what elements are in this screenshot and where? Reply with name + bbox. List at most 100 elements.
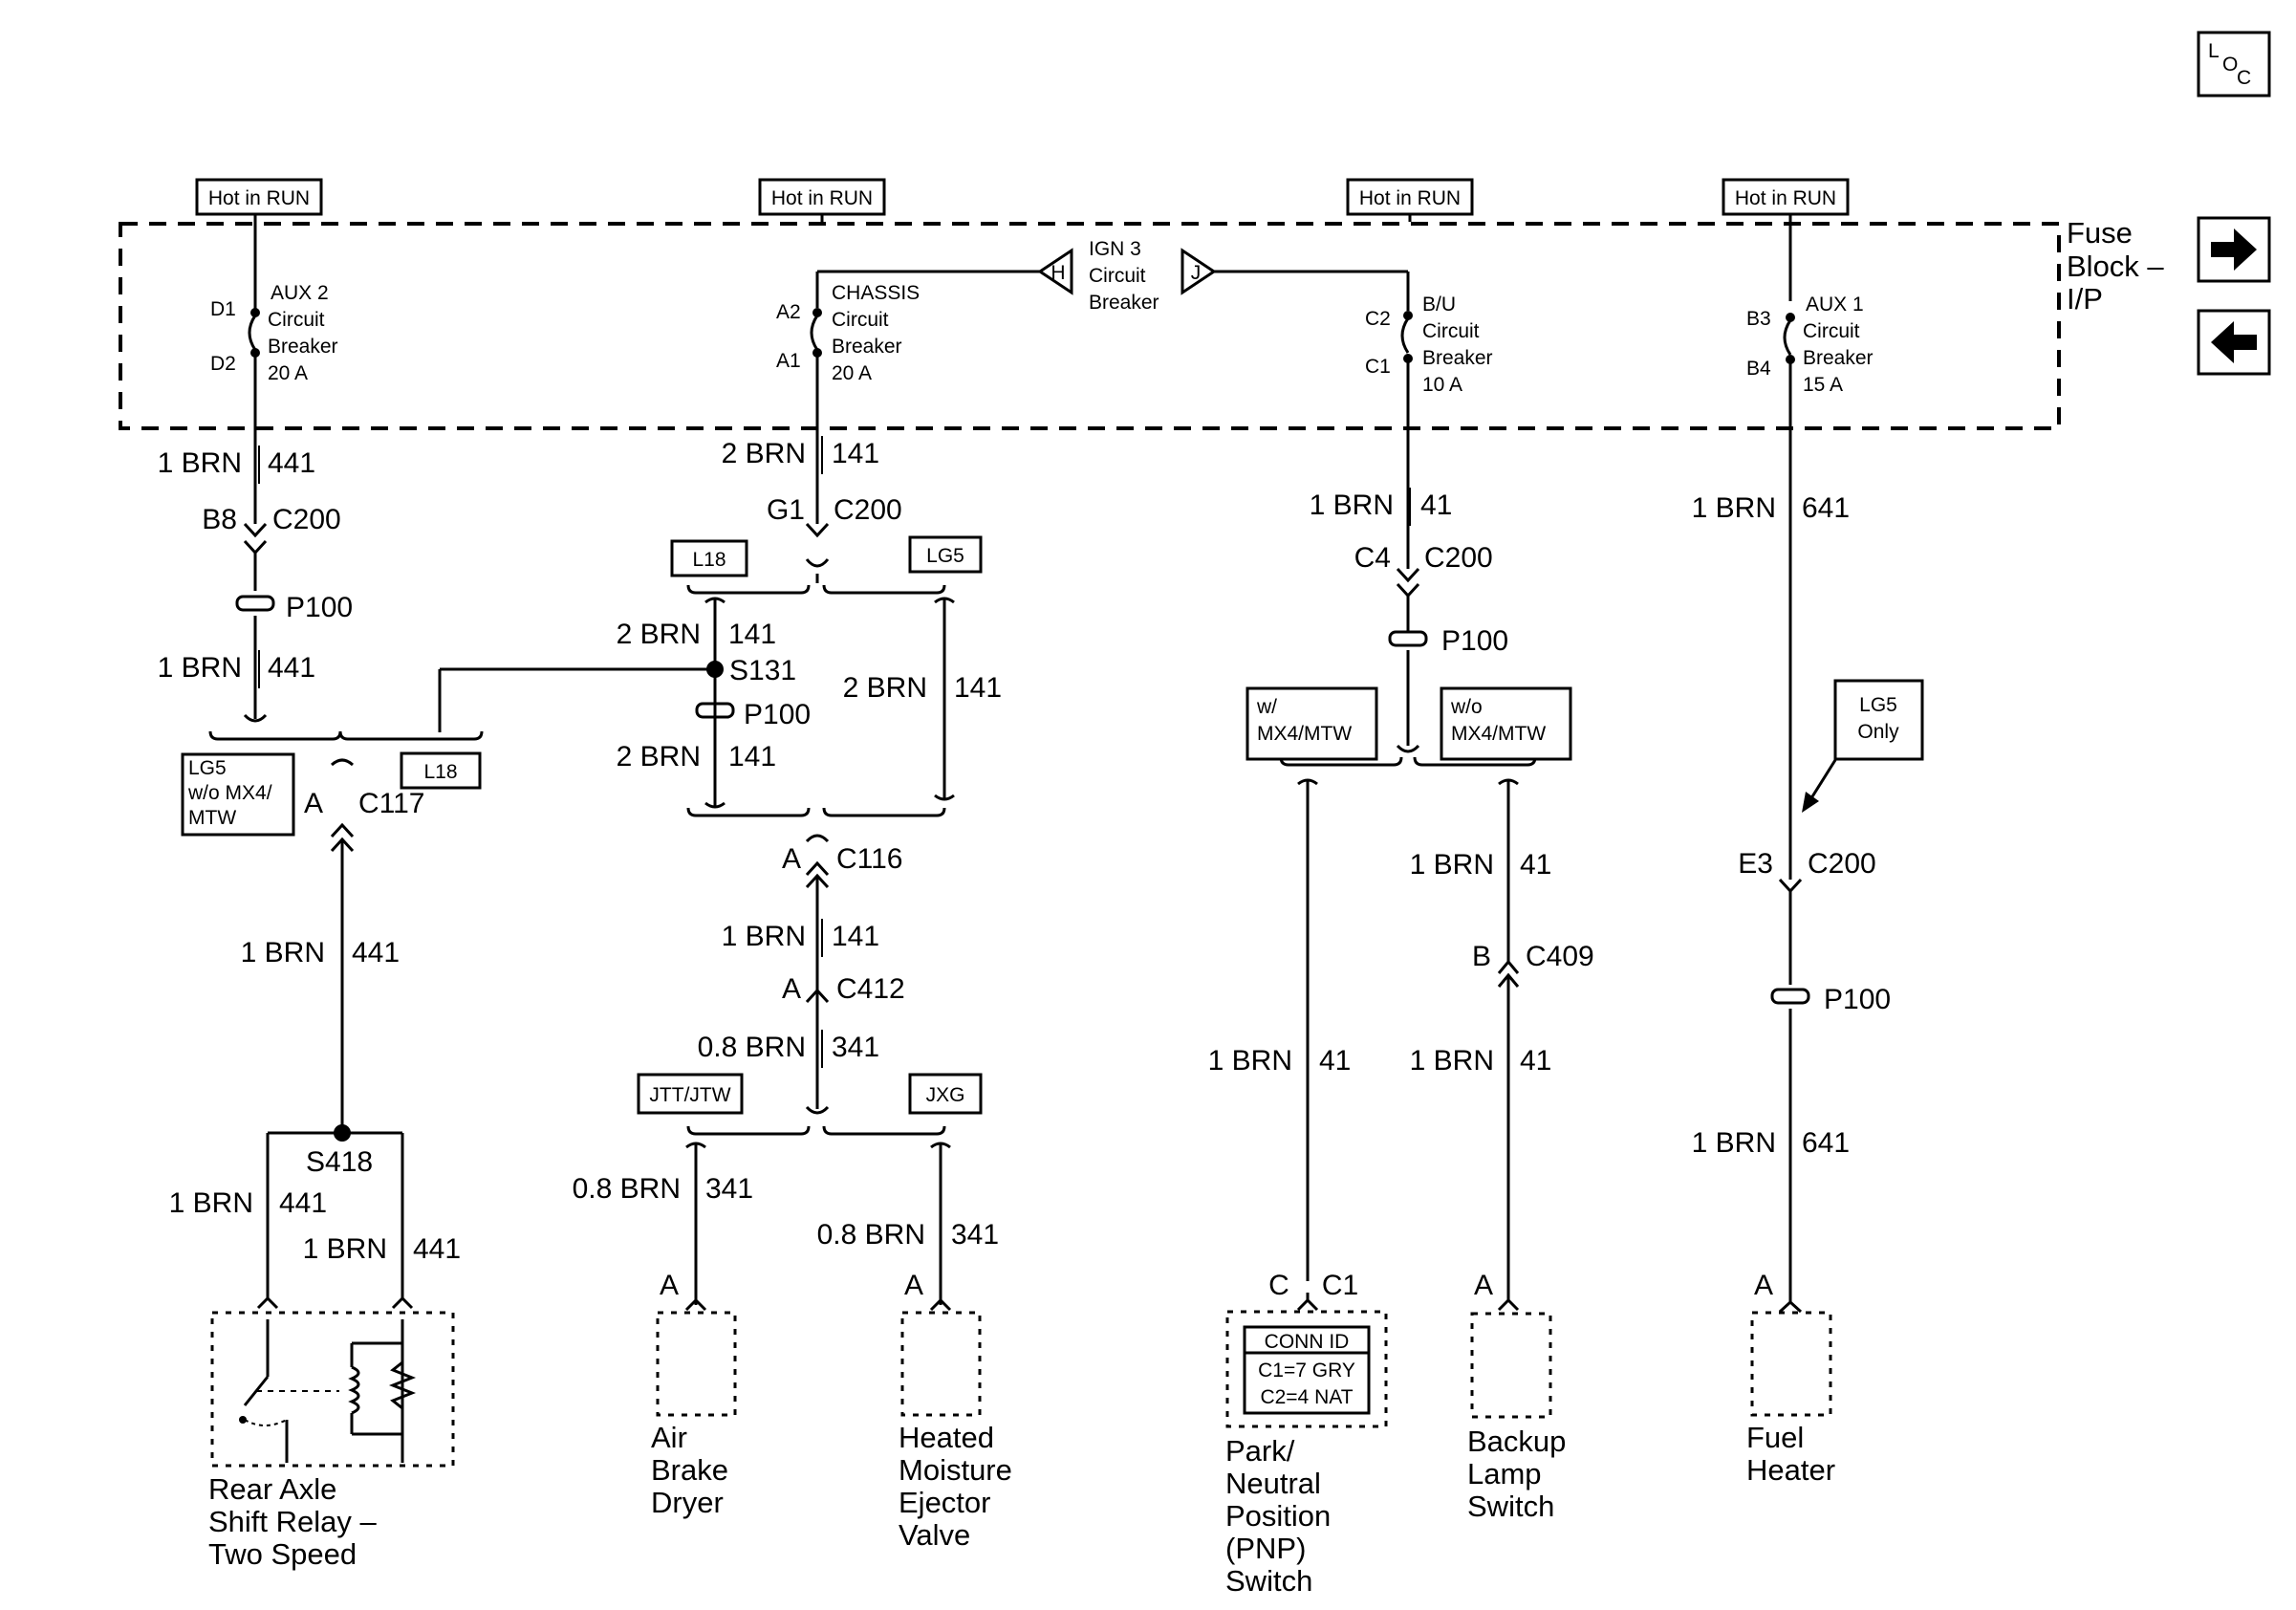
breaker-label: 10 A	[1422, 374, 1462, 396]
circuit-number: 141	[954, 672, 1002, 704]
wire-size: 1 BRN	[1692, 1127, 1776, 1159]
connector-pin: G1	[767, 494, 805, 526]
component-label: Lamp	[1467, 1457, 1542, 1490]
breaker-label: Breaker	[1422, 347, 1493, 369]
option-tag-l18: L18	[670, 539, 748, 577]
connector-pin: A	[1474, 1270, 1493, 1301]
wire-size: 0.8 BRN	[698, 1032, 806, 1063]
connector-pin: A	[782, 843, 801, 875]
component-label: Rear Axle	[208, 1472, 336, 1506]
breaker-label: Circuit	[1803, 320, 1860, 342]
wire-size: 2 BRN	[722, 438, 806, 469]
circuit-number: 341	[951, 1219, 999, 1251]
pin-label: D1	[210, 298, 236, 320]
connector-id: C117	[358, 788, 425, 819]
wire-size: 1 BRN	[722, 921, 806, 952]
svg-text:CONN ID: CONN ID	[1265, 1331, 1350, 1353]
circuit-number: 441	[268, 652, 315, 684]
component-label: Neutral	[1225, 1467, 1321, 1500]
svg-text:Hot in RUN: Hot in RUN	[1735, 187, 1836, 209]
breaker-label: B/U	[1422, 294, 1456, 315]
backup-lamp-switch	[1470, 1312, 1552, 1419]
connector-pin: A	[660, 1270, 679, 1301]
svg-text:L: L	[2208, 40, 2220, 62]
option-tag-w-mx4-mtw: w/ MX4/MTW	[1245, 686, 1378, 761]
breaker-label: AUX 1	[1806, 294, 1864, 315]
wire-size: 1 BRN	[1692, 492, 1776, 524]
pin-label: B4	[1746, 358, 1771, 380]
c117-connector	[256, 758, 414, 1310]
svg-text:L18: L18	[692, 549, 726, 571]
pin-label: C2	[1365, 308, 1391, 330]
connector-id: C409	[1526, 941, 1594, 972]
connector-id: C412	[836, 973, 905, 1005]
option-tag-wo-mx4-mtw: w/o MX4/MTW	[1440, 686, 1572, 761]
breaker-label: Breaker	[1089, 292, 1159, 314]
option-tag-l18: L18	[400, 751, 482, 790]
component-label: Switch	[1225, 1564, 1312, 1598]
wire-size: 0.8 BRN	[817, 1219, 925, 1251]
breaker-label: AUX 2	[271, 282, 329, 304]
wire-size: 1 BRN	[169, 1187, 253, 1219]
component-label: Valve	[899, 1518, 970, 1552]
breaker-label: 20 A	[832, 362, 872, 384]
wire-size: 1 BRN	[1310, 490, 1394, 521]
circuit-number: 641	[1802, 1127, 1850, 1159]
connector-id: C200	[834, 494, 902, 526]
option-tag-jxg: JXG	[908, 1073, 983, 1115]
air-brake-dryer	[656, 1311, 737, 1417]
svg-text:Hot in RUN: Hot in RUN	[771, 187, 873, 209]
connector-pin: A	[782, 973, 801, 1005]
option-tag-lg5-only: LG5 Only	[1802, 679, 1924, 813]
svg-text:L18: L18	[423, 761, 457, 783]
splice-pack: P100	[286, 592, 353, 623]
circuit-number: 441	[413, 1233, 461, 1265]
chassis-circuit	[684, 214, 1040, 1312]
splice-pack: P100	[744, 699, 811, 730]
breaker-label: Circuit	[268, 309, 325, 331]
breaker-label: IGN 3	[1089, 238, 1141, 260]
connector-pin: B8	[202, 504, 237, 535]
circuit-number: 341	[705, 1173, 753, 1205]
svg-text:JXG: JXG	[926, 1084, 965, 1106]
fuel-heater	[1750, 1311, 1832, 1417]
wire-size: 1 BRN	[1208, 1045, 1292, 1077]
splice-label: S131	[729, 655, 796, 686]
component-label: Two Speed	[208, 1537, 357, 1571]
circuit-number: 41	[1420, 490, 1452, 521]
moisture-ejector-valve	[900, 1311, 982, 1417]
component-label: Fuel	[1746, 1421, 1804, 1454]
splice-pack: P100	[1824, 984, 1891, 1015]
svg-text:w/o: w/o	[1450, 696, 1483, 718]
option-bracket	[208, 667, 715, 741]
connector-pin: C4	[1354, 542, 1391, 574]
wire-size: 1 BRN	[241, 937, 325, 968]
wire-size: 1 BRN	[1410, 849, 1494, 881]
pin-label: A2	[776, 301, 801, 323]
option-tag-jtt-jtw: JTT/JTW	[637, 1073, 744, 1115]
svg-text:Hot in RUN: Hot in RUN	[208, 187, 310, 209]
svg-text:C: C	[2237, 67, 2251, 89]
connector-id: C200	[1424, 542, 1493, 574]
loc-icon[interactable]: L O C	[2197, 31, 2271, 98]
component-label: Brake	[651, 1453, 728, 1487]
wire-size: 2 BRN	[617, 619, 701, 650]
circuit-number: 141	[728, 619, 776, 650]
arrow-left-icon[interactable]	[2197, 309, 2271, 376]
wire-size: 0.8 BRN	[573, 1173, 681, 1205]
component-label: Moisture	[899, 1453, 1012, 1487]
circuit-number: 341	[832, 1032, 879, 1063]
circuit-number: 41	[1319, 1045, 1351, 1077]
component-label: Ejector	[899, 1486, 990, 1519]
component-label: Park/	[1225, 1434, 1295, 1468]
breaker-label: Circuit	[1422, 320, 1480, 342]
component-label: Switch	[1467, 1490, 1554, 1523]
fuse-block-label: Fuse	[2067, 216, 2133, 250]
hot-in-run-tag: Hot in RUN	[758, 178, 886, 216]
svg-text:JTT/JTW: JTT/JTW	[649, 1084, 730, 1106]
hot-in-run-tag: Hot in RUN	[1722, 178, 1850, 216]
fuse-block-outline	[119, 222, 2061, 430]
pin-label: D2	[210, 353, 236, 375]
arrow-right-icon[interactable]	[2197, 216, 2271, 283]
